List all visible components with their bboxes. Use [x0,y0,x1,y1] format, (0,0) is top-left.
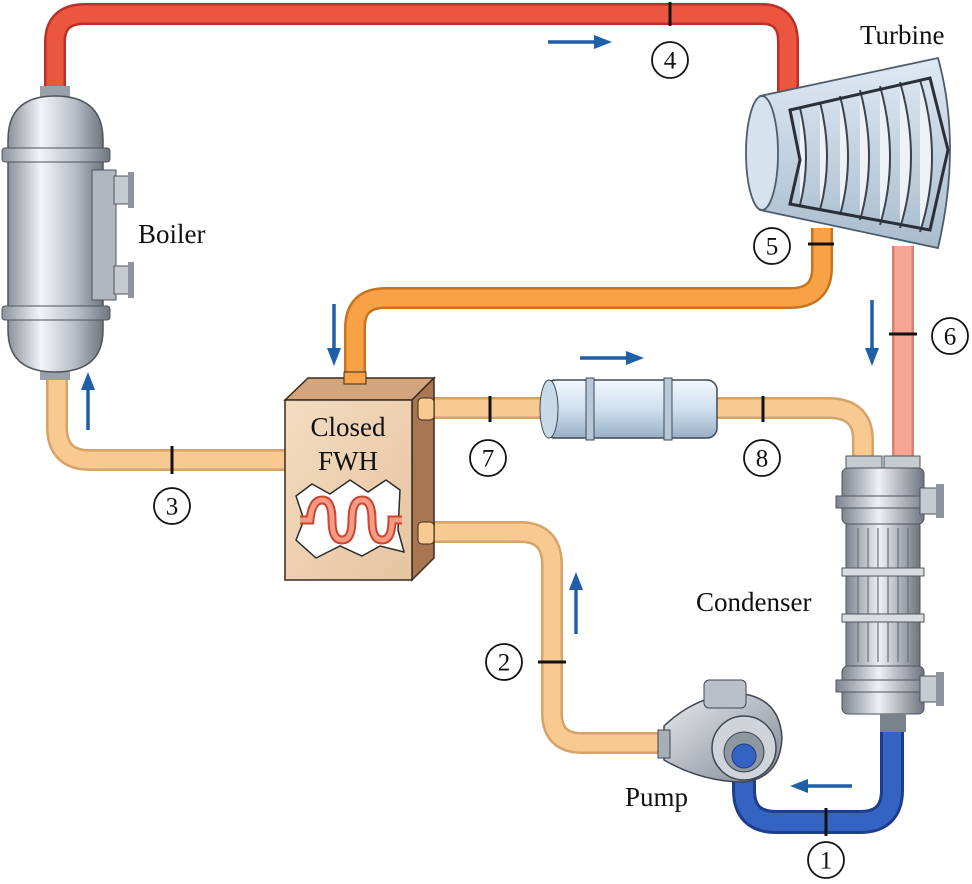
boiler-vessel [1,86,134,380]
flow-arrow-down-condenser [865,300,879,366]
flow-arrow-right-top [548,35,612,49]
flow-arrow-up-pump-line [569,572,583,634]
turbine-label: Turbine [860,20,945,50]
state-4-number: 4 [664,48,677,75]
state-point-7: 7 [469,439,507,477]
closed-fwh-box: Closed FWH [283,371,436,582]
state-point-2: 2 [485,643,523,681]
state-8-number: 8 [756,446,769,473]
pipe-pump-discharge [428,521,658,754]
flow-arrow-right-middle [580,351,644,365]
turbine-blades [799,79,933,233]
state-point-6: 6 [931,317,969,355]
state-point-8: 8 [743,439,781,477]
flow-arrow-up-boiler [81,372,95,430]
state-3-number: 3 [166,494,179,521]
flow-arrow-down-fwh [327,304,341,366]
state-point-4: 4 [651,41,689,79]
condenser-label: Condenser [696,587,811,617]
state-5-number: 5 [766,234,779,261]
state-1-number: 1 [820,848,833,875]
state-2-number: 2 [498,650,511,677]
pump-body [657,679,783,783]
state-7-number: 7 [482,446,495,473]
turbine-casing [745,56,951,250]
closed-fwh-label-line1: Closed [310,412,386,442]
state-point-5: 5 [753,227,791,265]
trap-cylinder [539,377,718,441]
condenser-vessel [835,455,944,732]
closed-fwh-label-line2: FWH [318,446,378,476]
boiler-label: Boiler [138,219,206,249]
state-point-3: 3 [153,487,191,525]
state-6-number: 6 [944,324,957,351]
flow-arrow-left-condensate [790,779,852,793]
pump-label: Pump [625,782,688,812]
state-point-1: 1 [807,841,845,879]
